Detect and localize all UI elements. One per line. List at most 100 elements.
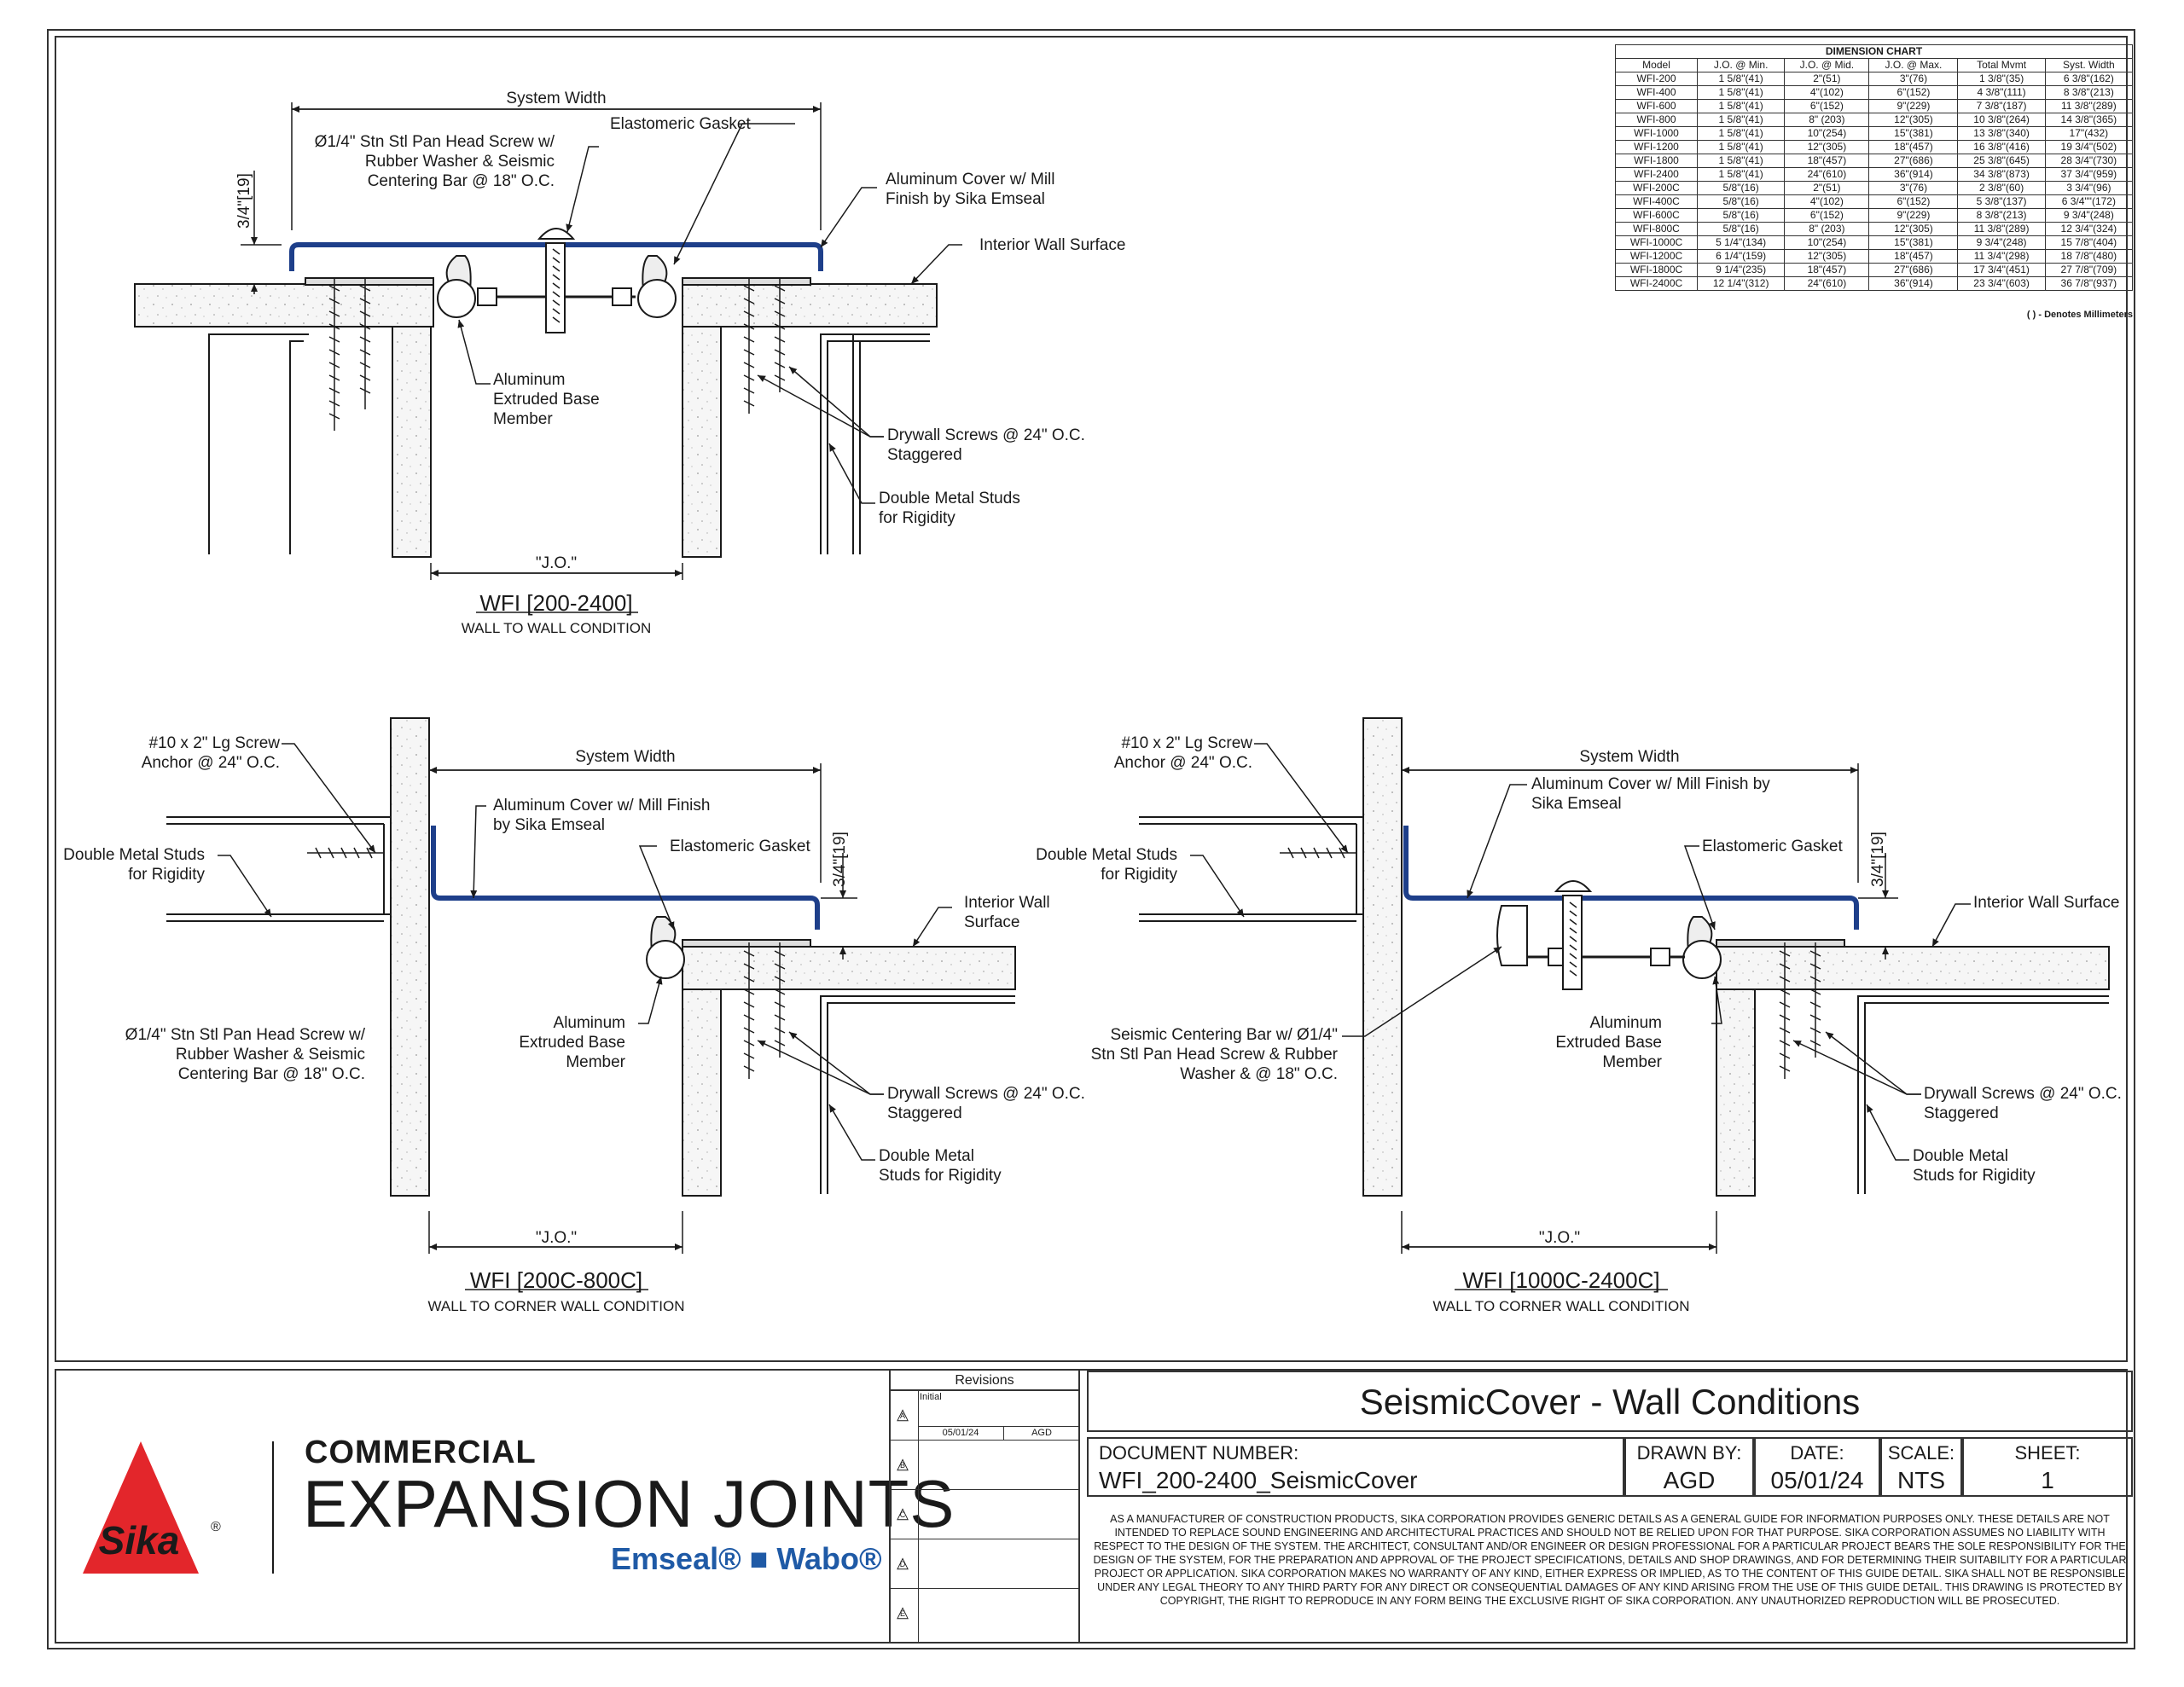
- callout-base-line1: Aluminum: [1590, 1014, 1662, 1032]
- dimension-chart-cell: 11 3/8"(289): [2044, 99, 2134, 113]
- callout-anchor-line1: #10 x 2" Lg Screw: [148, 734, 280, 752]
- dimension-chart-cell: 9"(229): [1868, 208, 1959, 223]
- dimension-chart-cell: WFI-600: [1614, 99, 1699, 113]
- dimension-chart-cell: 5 3/8"(137): [1957, 194, 2046, 209]
- callout-anchor-line2: Anchor @ 24" O.C.: [1114, 754, 1252, 772]
- dimension-chart-cell: 2"(51): [1784, 181, 1870, 195]
- dimension-chart-cell: 17"(432): [2044, 126, 2134, 141]
- callout-drywall-line2: Staggered: [887, 1104, 962, 1122]
- callout-base-line3: Member: [566, 1053, 625, 1071]
- dimension-chart-cell: 6"(152): [1784, 99, 1870, 113]
- callout-screw-line2: Rubber Washer & Seismic: [176, 1046, 365, 1064]
- callout-studs-left-line1: Double Metal Studs: [63, 846, 205, 864]
- dimension-chart-cell: 36"(914): [1868, 167, 1959, 182]
- date-cell: DATE: 05/01/24: [1754, 1437, 1880, 1497]
- dimension-chart-cell: 6 1/4"(159): [1697, 249, 1786, 264]
- dimension-chart-cell: 34 3/8"(873): [1957, 167, 2046, 182]
- dimension-chart-cell: 23 3/4"(603): [1957, 276, 2046, 291]
- sika-logo: Sika ®: [83, 1441, 274, 1574]
- dimension-chart-cell: WFI-200: [1614, 72, 1699, 86]
- dimension-chart-cell: 5/8"(16): [1697, 181, 1786, 195]
- scale-value: NTS: [1897, 1467, 1945, 1493]
- dimension-chart-cell: 3"(76): [1868, 72, 1959, 86]
- height-dim-label: 3/4"[19]: [831, 832, 849, 887]
- brand-line-emseal-wabo: Emseal® ■ Wabo®: [611, 1541, 882, 1576]
- dimension-chart-cell: WFI-1200: [1614, 140, 1699, 154]
- dimension-chart-cell: 12"(305): [1868, 113, 1959, 127]
- jo-label: "J.O.": [1539, 1229, 1580, 1247]
- dimension-chart-cell: 14 3/8"(365): [2044, 113, 2134, 127]
- dimension-chart-cell: 8 3/8"(213): [1957, 208, 2046, 223]
- dimension-chart-cell: 1 5/8"(41): [1697, 167, 1786, 182]
- callout-screw-line3: Centering Bar @ 18" O.C.: [368, 172, 555, 190]
- revision-col-divider: [918, 1391, 919, 1642]
- callout-surface: Interior Wall Surface: [1973, 894, 2119, 912]
- jo-label: "J.O.": [536, 554, 577, 572]
- dimension-chart-cell: 2 3/8"(60): [1957, 181, 2046, 195]
- scale-cell: SCALE: NTS: [1880, 1437, 1962, 1497]
- document-number-cell: DOCUMENT NUMBER: WFI_200-2400_SeismicCov…: [1087, 1437, 1624, 1497]
- callout-cover-line1: Aluminum Cover w/ Mill Finish: [493, 797, 710, 815]
- sika-logo-text: Sika: [99, 1518, 180, 1562]
- dimension-chart-cell: 1 5/8"(41): [1697, 85, 1786, 100]
- callout-studs-left-line1: Double Metal Studs: [1036, 846, 1177, 864]
- callout-cover-line2: by Sika Emseal: [493, 816, 605, 834]
- dimension-chart-cell: WFI-800: [1614, 113, 1699, 127]
- dimension-chart-cell: 36"(914): [1868, 276, 1959, 291]
- jo-label: "J.O.": [536, 1229, 577, 1247]
- revision-row: [889, 1441, 1080, 1490]
- callout-studs-left-line2: for Rigidity: [1101, 866, 1177, 884]
- dimension-chart-cell: 8 3/8"(213): [2044, 85, 2134, 100]
- legal-disclaimer: As a manufacturer of construction produc…: [1093, 1513, 2127, 1607]
- callout-studs-line2: for Rigidity: [879, 509, 956, 527]
- dimension-chart-cell: 25 3/8"(645): [1957, 154, 2046, 168]
- dimension-chart-cell: 12 3/4"(324): [2044, 222, 2134, 236]
- svg-text:®: ®: [211, 1520, 221, 1534]
- revision-mark-e: △E: [897, 1603, 909, 1620]
- callout-screw-line2: Rubber Washer & Seismic: [365, 153, 555, 171]
- document-number-value: WFI_200-2400_SeismicCover: [1099, 1467, 1418, 1493]
- callout-base-line1: Aluminum: [493, 371, 565, 389]
- dimension-chart-cell: 7 3/8"(187): [1957, 99, 2046, 113]
- dimension-chart-cell: WFI-200C: [1614, 181, 1699, 195]
- dimension-chart-cell: 1 5/8"(41): [1697, 99, 1786, 113]
- callout-studs-line1: Double Metal Studs: [879, 490, 1020, 507]
- dimension-chart-cell: 11 3/8"(289): [1957, 222, 2046, 236]
- dimension-chart-title: DIMENSION CHART: [1615, 44, 2133, 59]
- callout-base-line3: Member: [493, 410, 553, 428]
- dimension-chart-cell: 3 3/4"(96): [2044, 181, 2134, 195]
- height-dim-label: 3/4"[19]: [235, 173, 253, 229]
- callout-cover-line2: Finish by Sika Emseal: [886, 190, 1045, 208]
- dimension-chart-cell: 1 5/8"(41): [1697, 126, 1786, 141]
- dimension-chart-cell: 1 5/8"(41): [1697, 140, 1786, 154]
- revision-initial-label: Initial: [920, 1392, 942, 1402]
- detail-title: WFI [1000C-2400C]: [1462, 1267, 1659, 1293]
- dimension-chart-cell: WFI-600C: [1614, 208, 1699, 223]
- dimension-chart-cell: 17 3/4"(451): [1957, 263, 2046, 277]
- dimension-chart-cell: 15"(381): [1868, 235, 1959, 250]
- detail-title: WFI [200-2400]: [479, 590, 632, 616]
- dimension-chart-cell: 1 3/8"(35): [1957, 72, 2046, 86]
- drawn-by-value: AGD: [1663, 1467, 1716, 1493]
- dimension-chart-cell: 6 3/8"(162): [2044, 72, 2134, 86]
- callout-studs-left-line2: for Rigidity: [128, 866, 205, 884]
- revision-date: 05/01/24: [942, 1428, 979, 1438]
- callout-drywall-line2: Staggered: [1924, 1104, 1999, 1122]
- callout-base-line2: Extruded Base: [519, 1034, 625, 1052]
- document-title: SeismicCover - Wall Conditions: [1087, 1371, 2133, 1432]
- dimension-chart-cell: 11 3/4"(298): [1957, 249, 2046, 264]
- dimension-chart-header-cell: J.O. @ Mid.: [1784, 58, 1870, 72]
- revision-mark-d: △D: [897, 1554, 909, 1571]
- system-width-label: System Width: [1579, 748, 1679, 766]
- dimension-chart-cell: 6"(152): [1868, 85, 1959, 100]
- callout-base-line2: Extruded Base: [493, 391, 600, 409]
- scale-label: SCALE:: [1887, 1442, 1955, 1464]
